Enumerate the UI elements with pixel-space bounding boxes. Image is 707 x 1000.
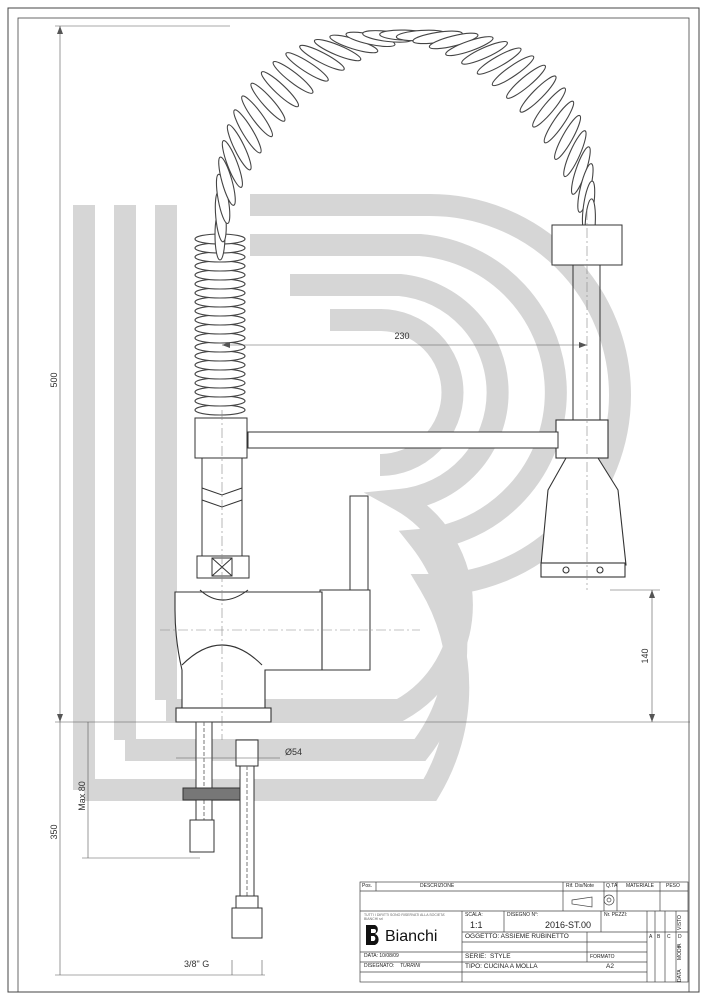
tb-side-data: DATA: [677, 969, 683, 982]
tb-header-rif: Rif. Dis/Note: [566, 883, 595, 889]
mounting-shank: [182, 721, 263, 939]
tb-rev-a: A: [649, 934, 653, 940]
brand-logo: Bianchi: [363, 922, 458, 948]
spring-coil: [194, 29, 596, 416]
centre-lines: [160, 210, 588, 740]
spring-loop: [506, 64, 546, 99]
spring-loop: [313, 38, 362, 62]
lever-handle: [319, 495, 371, 671]
spring-loop: [272, 60, 314, 94]
spring-loop: [250, 82, 286, 122]
dim-spout-reach: 230: [394, 331, 409, 341]
tb-rev-e: E: [678, 944, 682, 950]
tb-serie-label: SERIE:: [465, 953, 487, 960]
tb-data: DATA: 10/08/09: [364, 953, 399, 959]
spring-loop: [563, 130, 587, 178]
tb-header-peso: PESO: [666, 883, 680, 889]
spring-loop: [221, 139, 243, 188]
tb-pezzi-label: Nr. PEZZI:: [604, 912, 628, 918]
brand-name: Bianchi: [385, 928, 438, 945]
spout-arm: [247, 431, 559, 449]
tb-disegnato: TURRINI: [400, 963, 421, 969]
inner-border: [17, 17, 690, 993]
sprayer-head: [540, 419, 627, 578]
tb-disegno-label: DISEGNO N°:: [507, 912, 539, 918]
tb-rev-c: C: [667, 934, 671, 940]
spring-loop: [445, 36, 494, 57]
spring-loop: [226, 124, 252, 171]
dim-max-thickness: Max 80: [77, 781, 87, 811]
tb-header-materiale: MATERIALE: [626, 883, 654, 889]
tb-side-modif: MODIF.: [677, 943, 683, 960]
dim-height-total: 500: [49, 372, 59, 387]
tb-header-pos: Pos.: [362, 883, 373, 889]
tb-rev-d: D: [678, 934, 682, 940]
spring-loop: [260, 71, 300, 108]
tb-formato-label: FORMATO: [590, 954, 615, 960]
tb-serie: STYLE: [490, 953, 511, 960]
spring-loop: [532, 87, 567, 128]
tb-scala-label: SCALA:: [465, 912, 483, 918]
faucet-body: [174, 589, 323, 723]
spring-loop: [233, 109, 262, 154]
spring-loop: [241, 95, 273, 138]
tb-tipo: TIPO: CUCINA A MOLLA: [465, 963, 538, 970]
dim-connection: 3/8" G: [184, 959, 209, 969]
tb-rev-b: B: [657, 934, 661, 940]
bianchi-b-icon: [366, 925, 379, 945]
spring-loop: [476, 47, 522, 75]
rif-cone-icon: [570, 895, 598, 908]
tb-scala: 1:1: [470, 920, 483, 930]
dim-hole-diameter: Ø54: [285, 747, 302, 757]
tb-header-descrizione: DESCRIZIONE: [420, 883, 455, 889]
spring-loop: [285, 52, 329, 82]
tb-side-visto: VISTO: [677, 915, 683, 930]
dim-body-height: 140: [640, 648, 650, 663]
title-block-grid: [359, 881, 689, 983]
qta-projection-icon: [602, 893, 616, 907]
spring-loop: [218, 156, 236, 206]
dim-below-deck: 350: [49, 824, 59, 839]
tb-disegno: 2016-ST.00: [545, 920, 592, 930]
tb-oggetto: OGGETTO: ASSIEME RUBINETTO: [465, 933, 569, 940]
spring-loop: [428, 32, 479, 50]
spring-loop: [519, 75, 557, 113]
tb-formato: A2: [606, 963, 614, 970]
spring-loop: [461, 41, 508, 65]
spring-loop: [543, 100, 575, 144]
tb-header-qta: Q.TA: [606, 883, 618, 889]
tb-legal-note: TUTTI I DIRITTI SONO RISERVATI ALLA SOCI…: [364, 913, 446, 921]
dimension-lines: [55, 25, 690, 976]
tb-disegnato-label: DISEGNATO:: [364, 963, 395, 969]
spring-loop: [491, 55, 535, 87]
spring-loop: [299, 44, 345, 71]
dimension-arrows: [57, 26, 655, 722]
spring-loop: [554, 114, 582, 160]
